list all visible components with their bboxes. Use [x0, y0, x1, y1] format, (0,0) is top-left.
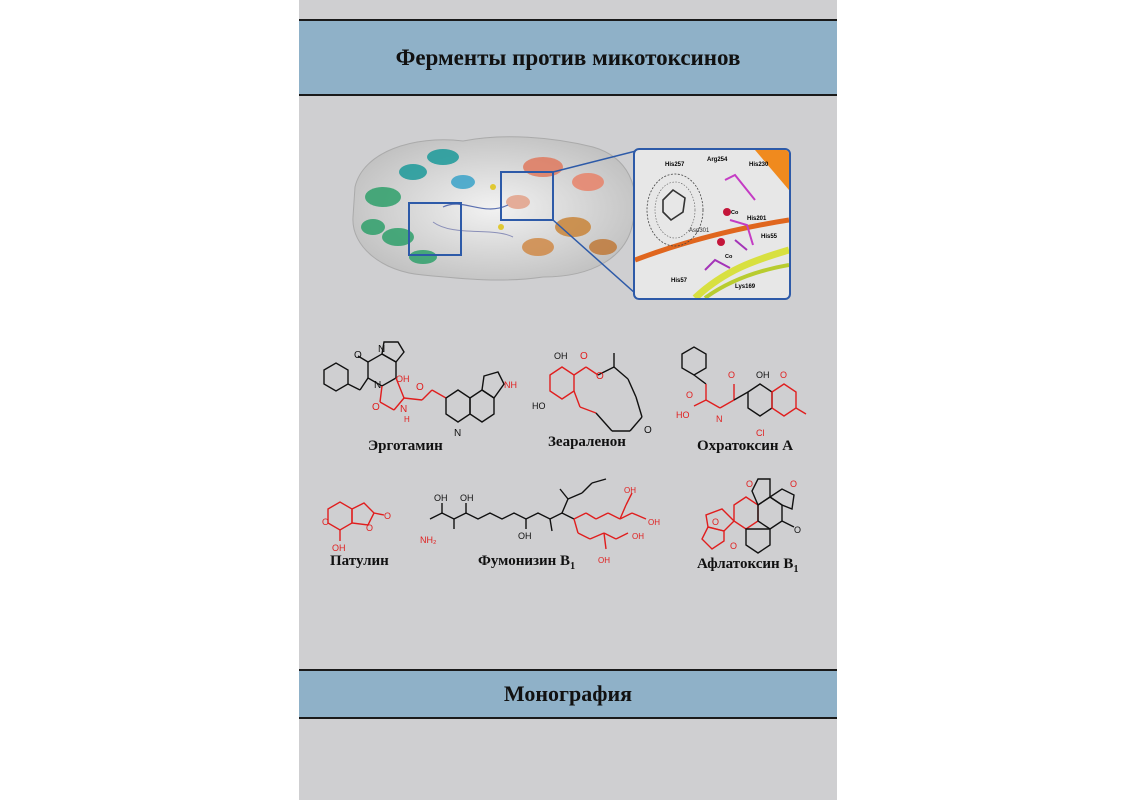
aflatoxin-structure: O O O O O [701, 478, 801, 554]
zearalenone-structure: OH O O HO O [532, 351, 652, 436]
aflatoxin-atom-o3: O [794, 525, 801, 535]
metal-co-2: Co [725, 254, 733, 260]
aflatoxin-atom-o2: O [790, 479, 797, 489]
label-zearalenone: Зеараленон [548, 434, 626, 450]
title-band: Ферменты против микотоксинов [299, 19, 837, 96]
fumonisin-atom-oh7: OH [598, 556, 610, 565]
ergotamine-atom-h: H [404, 415, 410, 424]
ochratoxin-atom-o1: O [686, 390, 693, 400]
footer-band: Монография [299, 669, 837, 719]
ochratoxin-atom-o3: O [780, 370, 787, 380]
label-patulin: Патулин [330, 553, 389, 569]
fumonisin-atom-nh2: NH₂ [420, 535, 437, 545]
fumonisin-atom-oh6: OH [632, 532, 644, 541]
aflatoxin-atom-o4: O [712, 517, 719, 527]
patulin-atom-oh: OH [332, 543, 346, 553]
patulin-structure: O O O OH [322, 501, 391, 553]
residue-lys169: Lys169 [735, 284, 756, 290]
metal-co-1: Co [731, 210, 739, 216]
protein-structure-illustration [352, 136, 636, 281]
residue-his257: His257 [665, 162, 685, 168]
residue-his55: His55 [761, 234, 778, 240]
ergotamine-structure: O N OH N O O N H N NH [323, 341, 517, 439]
residue-arg254: Arg254 [707, 157, 728, 163]
label-ergotamine: Эрготамин [368, 438, 443, 454]
book-title: Ферменты против микотоксинов [395, 44, 741, 70]
zearalenone-atom-o2: O [596, 371, 604, 382]
label-ochratoxin: Охратоксин А [697, 438, 794, 454]
zearalenone-atom-ho: HO [532, 401, 546, 411]
ochratoxin-atom-n: N [716, 414, 723, 424]
residue-his57: His57 [671, 278, 688, 284]
fumonisin-atom-oh4: OH [624, 486, 636, 495]
ergotamine-atom-n2: N [374, 380, 381, 391]
residue-his230: His230 [749, 162, 769, 168]
book-subtitle: Монография [503, 681, 633, 706]
aflatoxin-atom-o1: O [746, 479, 753, 489]
ergotamine-atom-nh: NH [504, 380, 517, 390]
fumonisin-atom-oh5: OH [648, 518, 660, 527]
ochratoxin-atom-ho: HO [676, 410, 690, 420]
zearalenone-atom-o1: O [580, 351, 588, 362]
label-aflatoxin: Афлатоксин B1 [697, 556, 799, 575]
patulin-atom-o3: O [384, 511, 391, 521]
ergotamine-atom-oh: OH [396, 374, 410, 384]
fumonisin-atom-oh1: OH [434, 493, 448, 503]
ergotamine-atom-o2: O [372, 402, 380, 413]
zearalenone-atom-oh1: OH [554, 351, 568, 361]
ochratoxin-atom-o2: O [728, 370, 735, 380]
ergotamine-atom-n3: N [400, 404, 407, 415]
ergotamine-atom-o1: O [354, 350, 362, 361]
fumonisin-atom-oh3: OH [518, 531, 532, 541]
ergotamine-atom-o3: O [416, 382, 424, 393]
fumonisin-atom-oh2: OH [460, 493, 474, 503]
ergotamine-atom-n1: N [378, 344, 385, 355]
residue-asp301: Asp301 [689, 228, 710, 234]
ergotamine-atom-n4: N [454, 428, 461, 439]
ochratoxin-structure: O HO N O OH O Cl [676, 346, 807, 438]
ochratoxin-atom-cl: Cl [756, 428, 765, 438]
label-fumonisin: Фумонизин B1 [478, 553, 576, 572]
ochratoxin-atom-oh: OH [756, 370, 770, 380]
residue-his201: His201 [747, 216, 767, 222]
zearalenone-atom-o3: O [644, 425, 652, 436]
patulin-atom-o2: O [366, 523, 373, 533]
patulin-atom-o1: O [322, 517, 329, 527]
active-site-inset: His257 Arg254 His230 Co His201 Asp301 Hi… [633, 148, 791, 300]
fumonisin-structure: OH OH NH₂ OH OH OH OH OH [420, 478, 660, 565]
aflatoxin-atom-o5: O [730, 541, 737, 551]
